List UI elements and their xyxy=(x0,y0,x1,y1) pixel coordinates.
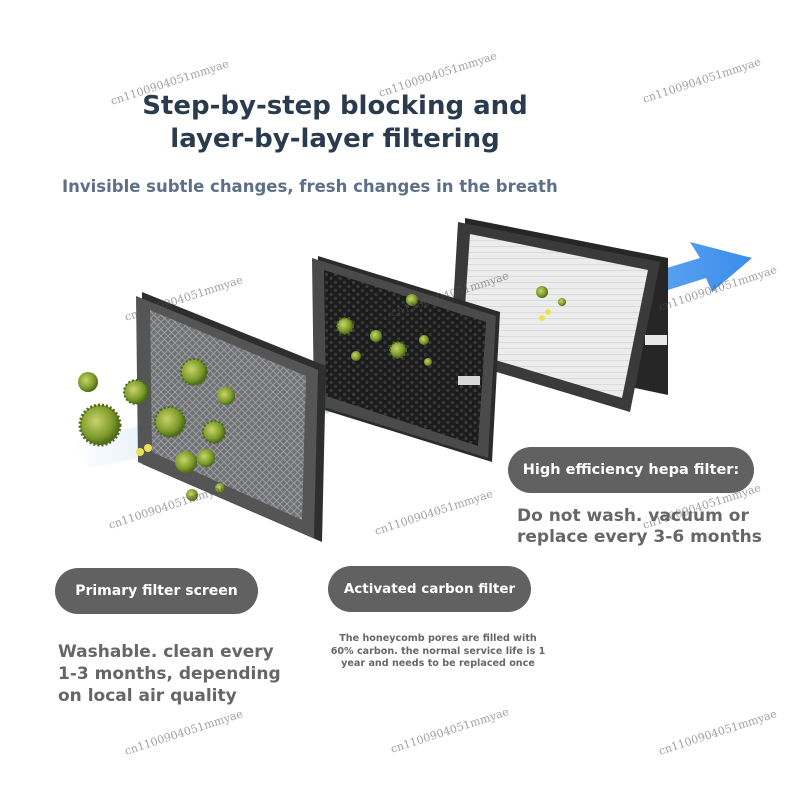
carbon-filter-panel xyxy=(312,256,500,462)
primary-filter-description: Washable. clean every 1-3 months, depend… xyxy=(58,641,308,707)
hepa-desc-line-1: Do not wash. vacuum or xyxy=(517,506,749,526)
title-line-2: layer-by-layer filtering xyxy=(170,124,500,154)
hepa-filter-label: High efficiency hepa filter: xyxy=(508,447,754,493)
hepa-filter-panel xyxy=(450,218,668,412)
hepa-desc-line-2: replace every 3-6 months xyxy=(517,527,762,547)
primary-desc-line-1: Washable. clean every xyxy=(58,642,274,662)
carbon-desc-line-2: 60% carbon. the normal service life is 1 xyxy=(330,645,546,657)
carbon-desc-line-3: year and needs to be replaced once xyxy=(341,658,535,669)
page-subtitle: Invisible subtle changes, fresh changes … xyxy=(62,177,558,196)
hepa-filter-description: Do not wash. vacuum or replace every 3-6… xyxy=(517,506,787,548)
carbon-filter-label: Activated carbon filter xyxy=(328,566,531,612)
carbon-desc-line-1: The honeycomb pores are filled with xyxy=(339,633,537,644)
primary-desc-line-2: 1-3 months, depending xyxy=(58,664,281,684)
primary-filter-label: Primary filter screen xyxy=(55,568,258,614)
carbon-filter-description: The honeycomb pores are filled with 60% … xyxy=(318,633,558,671)
title-line-1: Step-by-step blocking and xyxy=(142,91,528,121)
page-title: Step-by-step blocking and layer-by-layer… xyxy=(90,90,580,156)
primary-desc-line-3: on local air quality xyxy=(58,686,237,706)
pollutant-particles xyxy=(78,286,566,501)
